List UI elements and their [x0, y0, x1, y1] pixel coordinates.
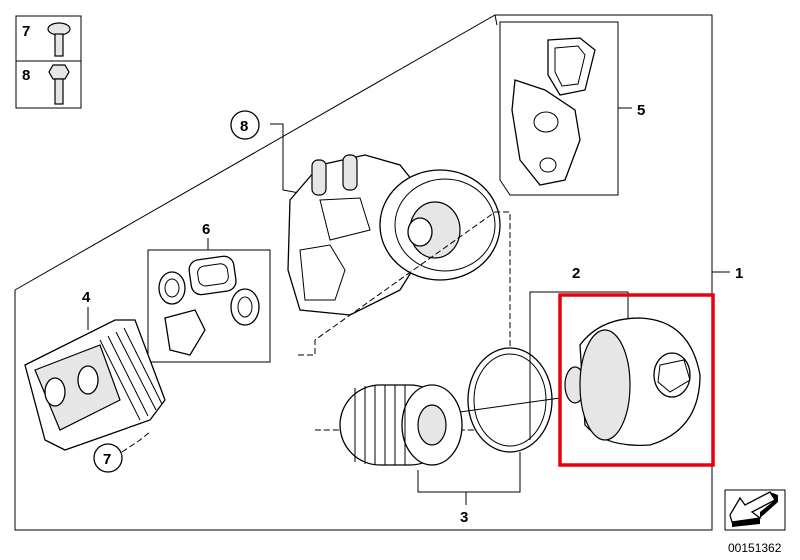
callout-2: 2 [572, 265, 580, 282]
legend-number-7: 7 [22, 23, 30, 40]
diagram-id: 00151362 [728, 541, 782, 555]
callout-1: 1 [735, 265, 743, 282]
part-3-filter-element[interactable]: 3 [339, 347, 561, 526]
callout-4: 4 [82, 289, 91, 306]
part-5-gasket-set[interactable]: 5 [494, 14, 645, 196]
callout-5: 5 [637, 102, 645, 119]
part-2-filter-cover[interactable]: 2 [529, 265, 715, 467]
oil-filter-housing[interactable]: 8 [230, 110, 511, 431]
part-6-gasket-set[interactable]: 6 [147, 221, 271, 363]
callout-7: 7 [103, 451, 111, 468]
callout-6: 6 [202, 221, 210, 238]
view-direction-arrow-icon [724, 489, 786, 531]
callout-7-group: 7 [93, 431, 151, 473]
legend-number-8: 8 [22, 67, 30, 84]
fastener-legend: 7 8 [15, 15, 82, 109]
torx-bolt-icon [47, 22, 71, 57]
callout-8: 8 [240, 118, 248, 135]
hex-bolt-icon [48, 64, 70, 105]
callout-3: 3 [460, 509, 468, 526]
highlight-box [558, 293, 715, 467]
part-4-oil-cooler[interactable]: 4 [24, 289, 166, 451]
